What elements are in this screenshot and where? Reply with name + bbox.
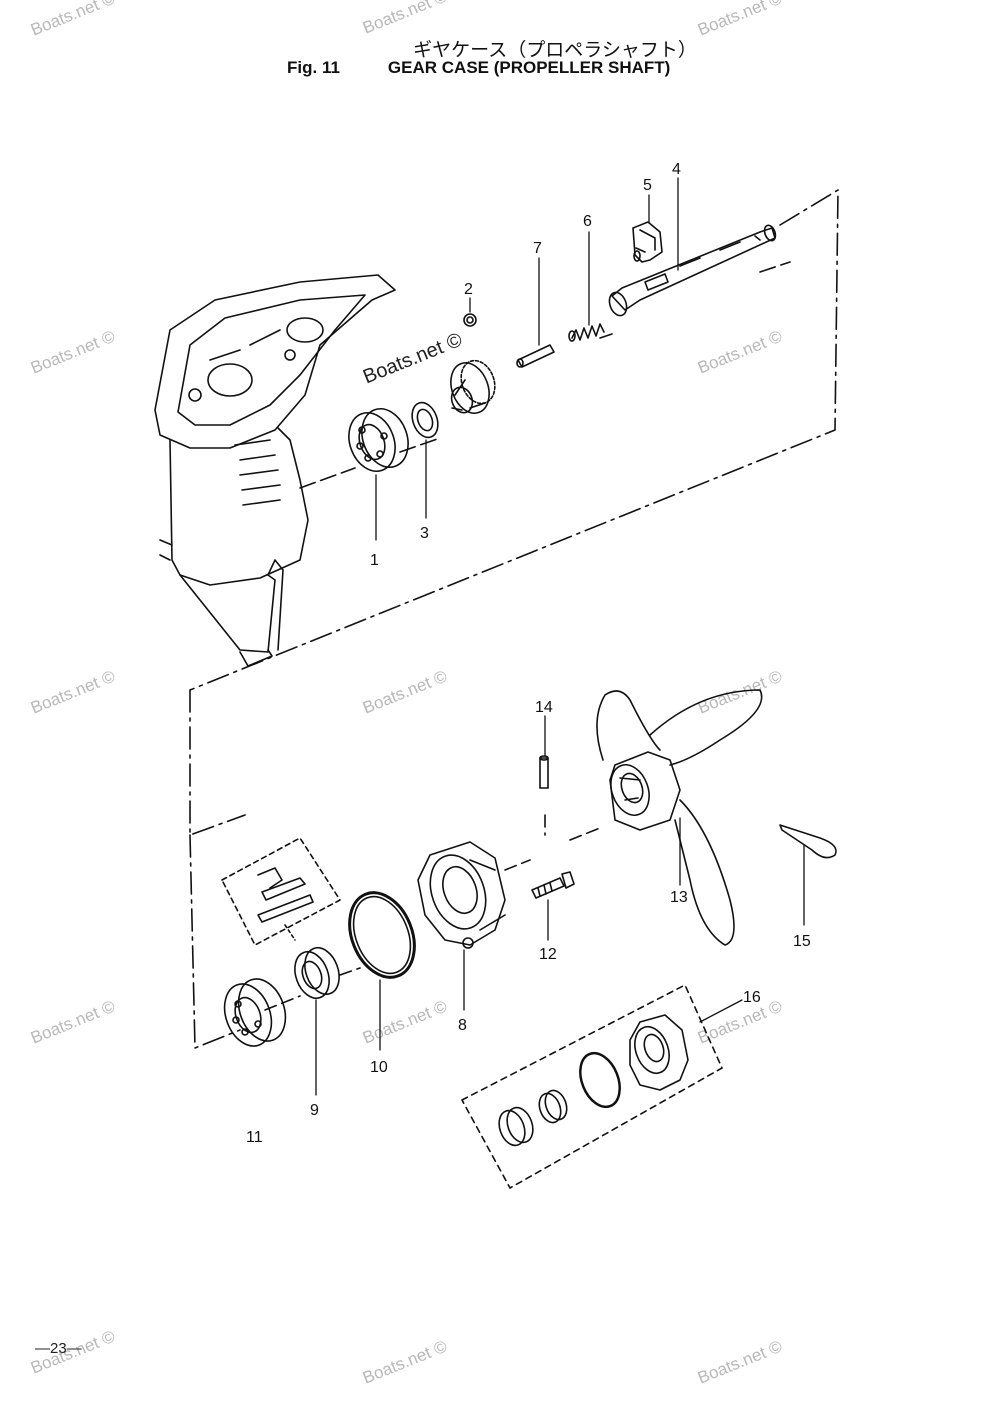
dog-clutch	[632, 221, 663, 263]
callout-13: 13	[670, 889, 688, 906]
title-japanese: ギヤケース（プロペラシャフト）	[413, 39, 697, 61]
seal-detail-box	[221, 837, 341, 946]
propeller	[596, 689, 763, 946]
callout-10: 10	[370, 1059, 388, 1076]
callout-3: 3	[420, 525, 429, 542]
bearing-housing	[417, 841, 506, 949]
assembly-axis-line	[299, 261, 791, 489]
o-ring	[348, 891, 416, 979]
figure-title: Fig. 11 GEAR CASE (PROPELLER SHAFT)	[287, 58, 670, 78]
callout-1: 1	[370, 552, 379, 569]
shift-spring	[568, 323, 605, 342]
oil-seal	[294, 946, 340, 1000]
callout-9: 9	[310, 1102, 319, 1119]
housing-kit-box	[461, 984, 723, 1189]
cross-pin	[516, 344, 555, 368]
gear-case-housing	[154, 274, 396, 667]
callout-11: 11	[246, 1129, 263, 1146]
washer-small	[463, 313, 477, 327]
bevel-gear	[450, 359, 496, 414]
callout-16: 16	[743, 989, 761, 1006]
propeller-shaft	[608, 224, 777, 317]
ball-bearing-lower	[223, 978, 287, 1047]
callout-12: 12	[539, 946, 557, 963]
callout-14: 14	[535, 699, 553, 716]
callout-2: 2	[464, 281, 473, 298]
callout-15: 15	[793, 933, 811, 950]
cotter-pin	[779, 824, 837, 859]
thrust-washer	[411, 401, 439, 439]
callout-8: 8	[458, 1017, 467, 1034]
ball-bearing	[348, 408, 409, 472]
figure-number: Fig. 11	[287, 58, 340, 77]
figure-title-text: GEAR CASE (PROPELLER SHAFT)	[387, 58, 671, 77]
callout-7: 7	[533, 240, 542, 257]
callout-5: 5	[643, 177, 652, 194]
page-number: —23—	[35, 1340, 82, 1357]
callout-4: 4	[672, 161, 681, 178]
callout-6: 6	[583, 213, 592, 230]
leader-lines	[315, 177, 805, 1096]
reference-frame-line	[189, 189, 839, 691]
shear-pin	[539, 755, 549, 789]
reference-frame-line	[189, 689, 246, 1049]
housing-bolt	[531, 871, 575, 899]
